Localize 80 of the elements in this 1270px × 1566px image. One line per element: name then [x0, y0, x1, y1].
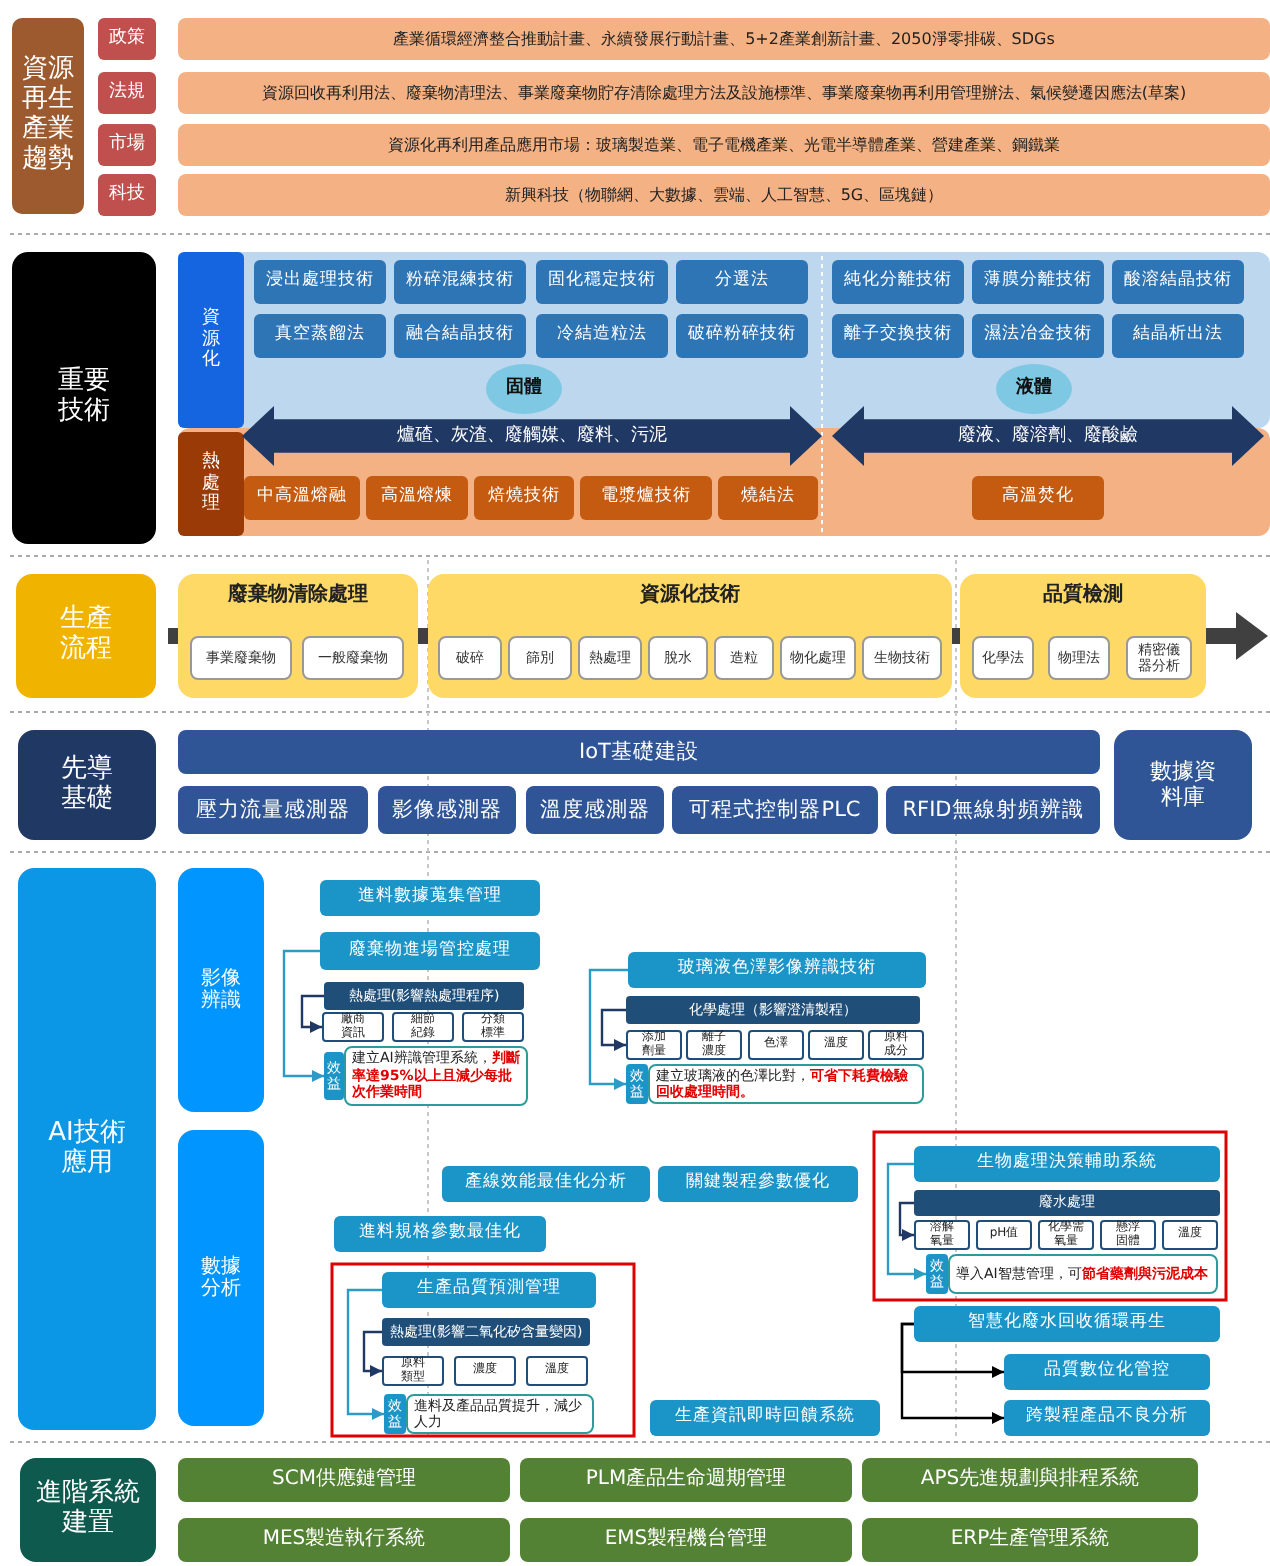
side-tab: 資源化 [178, 252, 244, 428]
technique-box: 結晶析出法 [1112, 314, 1244, 358]
group-heading: 廢棄物清除處理 [226, 584, 370, 607]
system-box: EMS製程機台管理 [520, 1518, 852, 1562]
system-box: MES製造執行系統 [178, 1518, 510, 1562]
topic-bar: 資源回收再利用法、廢棄物清理法、事業廢棄物貯存清除處理方法及設施標準、事業廢棄物再利用管理辦法、氣候變遷因應法(草案) [178, 72, 1270, 114]
section-label: 先導基礎 [18, 730, 156, 840]
technique-box: 純化分離技術 [832, 260, 964, 304]
connector-arrow [886, 1162, 926, 1280]
section-label: 進階系統建置 [20, 1458, 156, 1562]
technique-box: 酸溶結晶技術 [1112, 260, 1244, 304]
section-label: 資源再生產業趨勢 [12, 18, 84, 214]
system-box: ERP生產管理系統 [862, 1518, 1198, 1562]
system-box: PLM產品生命週期管理 [520, 1458, 852, 1502]
infrastructure-box: 可程式控制器PLC [672, 786, 878, 834]
side-tab: 數據分析 [178, 1130, 264, 1426]
group-heading: 資源化技術 [638, 584, 742, 607]
infrastructure-box: 壓力流量感測器 [178, 786, 368, 834]
category-tag: 法規 [98, 72, 156, 114]
system-box: SCM供應鏈管理 [178, 1458, 510, 1502]
technique-box: 浸出處理技術 [254, 260, 386, 304]
topic-bar: 資源化再利用產品應用市場：玻璃製造業、電子電機產業、光電半導體產業、營建產業、鋼鐵業 [178, 124, 1270, 166]
technique-box: 粉碎混練技術 [394, 260, 526, 304]
system-box: 關鍵製程參數優化 [658, 1166, 858, 1202]
connector-arrow [282, 949, 324, 1082]
system-box: 進料規格參數最佳化 [334, 1216, 546, 1252]
technique-box: 高溫焚化 [972, 476, 1104, 520]
connector-arrow [900, 1322, 1004, 1424]
technique-box: 分選法 [676, 260, 808, 304]
system-box: 進料數據蒐集管理 [320, 880, 540, 916]
infrastructure-box: 溫度感測器 [526, 786, 664, 834]
system-box: 生物處理決策輔助系統 [914, 1146, 1220, 1182]
system-box: 跨製程產品不良分析 [1004, 1400, 1210, 1436]
database-box: 數據資料庫 [1114, 730, 1252, 840]
process-group [428, 574, 952, 698]
topic-bar: 新興科技（物聯網、大數據、雲端、人工智慧、5G、區塊鏈） [178, 174, 1270, 216]
technique-box: 破碎粉碎技術 [676, 314, 808, 358]
technique-box: 中高溫熔融 [244, 476, 360, 520]
technique-box: 離子交換技術 [832, 314, 964, 358]
side-tab: 熱處理 [178, 432, 244, 536]
section-label: 重要技術 [12, 252, 156, 544]
technique-box: 電漿爐技術 [580, 476, 712, 520]
system-box: 廢棄物進場管控處理 [320, 932, 540, 970]
topic-bar: 產業循環經濟整合推動計畫、永續發展行動計畫、5+2產業創新計畫、2050淨零排碳、SDGs [178, 18, 1270, 60]
category-tag: 政策 [98, 18, 156, 60]
technique-box: 濕法冶金技術 [972, 314, 1104, 358]
technique-box: 融合結晶技術 [394, 314, 526, 358]
system-box: 產線效能最佳化分析 [442, 1166, 650, 1202]
technique-box: 固化穩定技術 [536, 260, 668, 304]
technique-box: 焙燒技術 [474, 476, 574, 520]
technique-box: 真空蒸餾法 [254, 314, 386, 358]
side-tab: 影像辨識 [178, 868, 264, 1112]
technique-box: 高溫熔煉 [366, 476, 468, 520]
system-box: 品質數位化管控 [1004, 1354, 1210, 1390]
system-box: 玻璃液色澤影像辨識技術 [628, 952, 926, 988]
process-group [960, 574, 1206, 698]
connector-arrow [600, 1008, 626, 1051]
system-box: 生產資訊即時回饋系統 [650, 1400, 880, 1436]
infrastructure-box: 影像感測器 [378, 786, 516, 834]
section-label: AI技術應用 [18, 868, 156, 1430]
connector-arrow [346, 1288, 384, 1420]
category-tag: 市場 [98, 124, 156, 166]
material-banner: 廢液、廢溶劑、廢酸鹼 [832, 406, 1264, 466]
group-heading: 品質檢測 [1041, 584, 1125, 607]
connector-arrow [588, 968, 628, 1090]
technique-box: 燒結法 [718, 476, 818, 520]
connector-arrow [300, 994, 324, 1033]
connector-arrow [898, 1201, 914, 1241]
material-banner: 爐碴、灰渣、廢觸媒、廢料、污泥 [242, 406, 822, 466]
category-tag: 科技 [98, 174, 156, 216]
infrastructure-box: IoT基礎建設 [178, 730, 1100, 774]
section-label: 生產流程 [16, 574, 156, 698]
system-box: 生產品質預測管理 [382, 1272, 596, 1308]
technique-box: 薄膜分離技術 [972, 260, 1104, 304]
connector-arrow [362, 1330, 382, 1377]
technique-box: 冷結造粒法 [536, 314, 668, 358]
process-group [178, 574, 418, 698]
system-box: 智慧化廢水回收循環再生 [914, 1306, 1220, 1342]
system-box: APS先進規劃與排程系統 [862, 1458, 1198, 1502]
infrastructure-box: RFID無線射頻辨識 [886, 786, 1100, 834]
